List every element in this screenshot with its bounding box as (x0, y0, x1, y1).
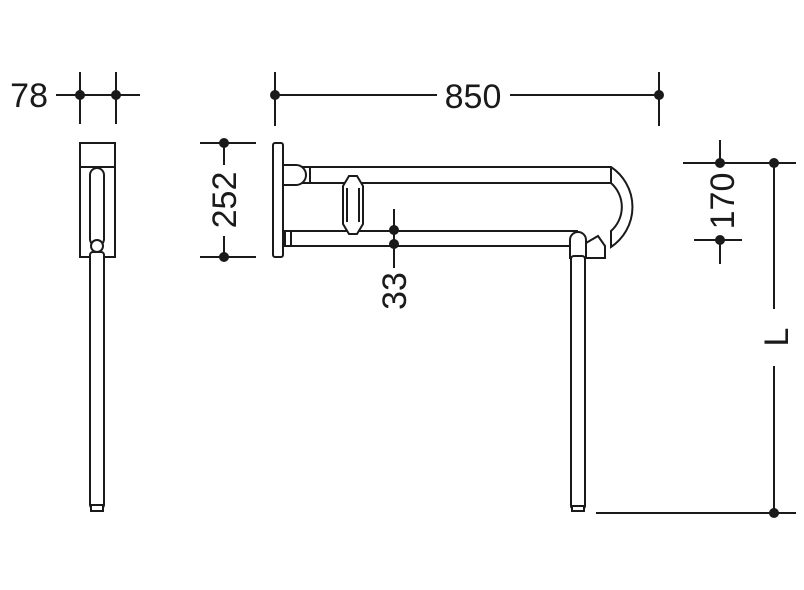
dim-overall-length: 850 (270, 72, 664, 126)
dim-plate-height: 252 (200, 138, 256, 262)
wall-plate (272, 142, 284, 258)
lower-rail (284, 230, 578, 247)
dim-plate-height-label: 252 (206, 172, 244, 229)
release-button (585, 234, 606, 259)
side-folded-rail (89, 167, 105, 247)
upper-rail-mount (282, 164, 308, 186)
hinge-joint (569, 231, 587, 259)
dim-side-depth-label: 78 (10, 77, 48, 115)
dim-side-depth: 78 (10, 72, 140, 124)
dim-rail-gap: 33 (376, 209, 414, 310)
front-view: 850 252 (200, 72, 796, 518)
side-leg (89, 251, 105, 509)
dim-rail-gap-label: 33 (376, 272, 414, 310)
side-view: 78 (10, 72, 140, 512)
dim-leg-length-label: L (758, 328, 796, 347)
dim-leg-length: L (596, 158, 796, 518)
dim-rail-spacing: 170 (683, 140, 742, 264)
dim-overall-length-label: 850 (445, 78, 502, 116)
support-leg (570, 255, 586, 510)
dim-rail-spacing-label: 170 (704, 173, 742, 230)
upper-rail (299, 166, 634, 249)
